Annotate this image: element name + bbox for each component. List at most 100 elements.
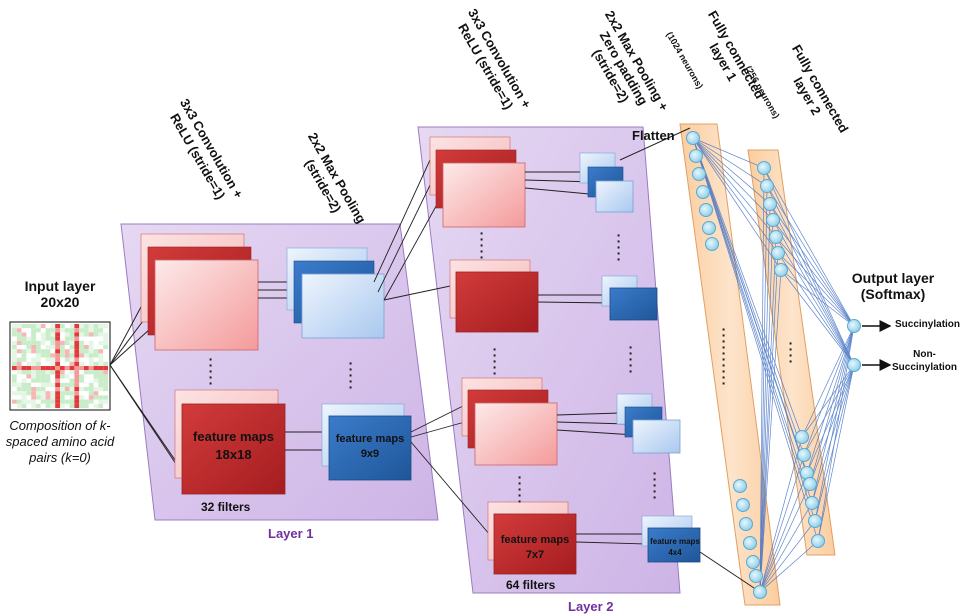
input-cell <box>45 349 51 354</box>
input-cell <box>93 370 99 375</box>
input-cell <box>21 357 27 362</box>
input-cell <box>45 357 51 362</box>
connection-line <box>817 364 855 542</box>
input-cell <box>74 353 80 358</box>
input-cell <box>69 332 75 337</box>
input-cell <box>50 328 56 333</box>
layer1-pool-fm-label: feature maps 9x9 <box>335 433 405 460</box>
layer2-conv-ellipsis-2: ····· <box>492 341 498 381</box>
input-cell <box>79 345 84 350</box>
input-cell <box>50 353 56 358</box>
input-cell <box>16 391 22 396</box>
input-cell <box>31 340 36 345</box>
input-cell <box>36 403 41 408</box>
connection-line <box>692 137 805 456</box>
connection-line <box>759 483 811 593</box>
neuron <box>766 213 780 227</box>
input-cell <box>88 349 94 354</box>
connection-line <box>772 219 855 327</box>
input-cell <box>36 340 41 345</box>
input-cell <box>16 332 22 337</box>
neuron <box>805 496 819 510</box>
input-cell <box>50 399 56 404</box>
neuron <box>746 555 760 569</box>
input-cell <box>93 349 99 354</box>
input-cell <box>103 361 108 366</box>
input-cell <box>36 370 41 375</box>
input-cell <box>69 391 75 396</box>
input-cell <box>74 340 80 345</box>
input-cell <box>93 336 99 341</box>
input-cell <box>12 340 17 345</box>
input-cell <box>103 370 108 375</box>
input-cell <box>69 399 75 404</box>
input-cell <box>88 387 94 392</box>
input-cell <box>16 387 22 392</box>
connection-line <box>817 325 855 542</box>
input-cell <box>84 374 89 379</box>
input-cell <box>55 340 60 345</box>
input-cell <box>64 382 70 387</box>
input-cell <box>79 349 84 354</box>
input-cell <box>21 336 27 341</box>
input-cell <box>79 395 84 400</box>
input-cell <box>45 361 51 366</box>
neuron <box>774 263 788 277</box>
input-cell <box>16 349 22 354</box>
input-cell <box>69 361 75 366</box>
input-cell <box>64 378 70 383</box>
layer2-pool-stack-1 <box>579 152 634 213</box>
layer2-pool-fm-label: feature maps 4x4 <box>650 537 700 557</box>
input-cell <box>12 366 17 371</box>
input-cell <box>103 340 108 345</box>
layer2-pool-stack-2 <box>601 275 658 321</box>
connection-line <box>763 167 855 366</box>
input-cell <box>64 387 70 392</box>
input-cell <box>40 387 46 392</box>
input-cell <box>84 332 89 337</box>
input-cell <box>40 332 46 337</box>
input-cell <box>84 336 89 341</box>
layer1-name: Layer 1 <box>268 526 314 541</box>
input-cell <box>21 345 27 350</box>
input-cell <box>60 382 65 387</box>
input-cell <box>69 328 75 333</box>
neuron <box>733 479 747 493</box>
input-cell <box>98 353 104 358</box>
connection-line <box>777 252 855 366</box>
fc-connections <box>692 137 855 593</box>
connection-line <box>759 203 771 593</box>
input-cell <box>84 340 89 345</box>
input-cell <box>84 395 89 400</box>
layer2-pool-ellipsis-1: ····· <box>616 227 622 267</box>
input-cell <box>60 336 65 341</box>
input-cell <box>98 336 104 341</box>
input-cell <box>60 399 65 404</box>
input-cell <box>31 336 36 341</box>
input-cell <box>103 332 108 337</box>
input-cell <box>84 353 89 358</box>
input-cell <box>69 353 75 358</box>
input-cell <box>93 403 99 408</box>
input-cell <box>16 361 22 366</box>
layer1-conv-ellipsis: ····· <box>208 351 214 391</box>
input-cell <box>60 361 65 366</box>
input-cell <box>64 324 70 329</box>
input-cell <box>45 353 51 358</box>
connection-line <box>777 252 855 327</box>
input-cell <box>98 361 104 366</box>
input-cell <box>40 361 46 366</box>
input-cell <box>79 366 84 371</box>
input-cell <box>36 374 41 379</box>
input-cell <box>84 403 89 408</box>
input-cell <box>50 382 56 387</box>
input-cell <box>88 399 94 404</box>
layer2-panel <box>417 126 681 594</box>
input-cell <box>98 382 104 387</box>
input-cell <box>69 336 75 341</box>
pool-to-fc1-line <box>699 551 761 593</box>
input-cell <box>40 357 46 362</box>
neuron <box>702 221 716 235</box>
input-cell <box>60 353 65 358</box>
input-cell <box>93 357 99 362</box>
